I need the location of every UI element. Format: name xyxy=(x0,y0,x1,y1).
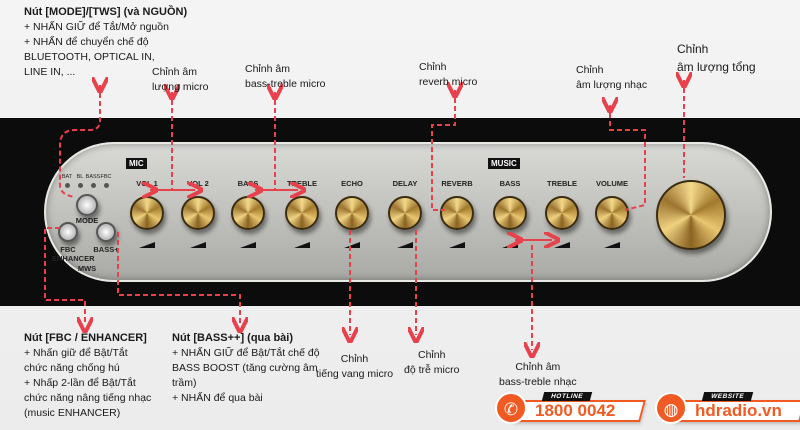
level-wedge-icon xyxy=(554,242,570,248)
level-wedge-icon xyxy=(604,242,620,248)
level-wedge-icon xyxy=(139,242,155,248)
knob-volume[interactable] xyxy=(595,196,629,230)
knob-label: BASS xyxy=(499,179,521,188)
level-wedge-icon xyxy=(240,242,256,248)
knob-reverb[interactable] xyxy=(440,196,474,230)
knob-label: VOLUME xyxy=(595,179,629,188)
mode-label: MODE xyxy=(75,216,99,225)
knob-delay[interactable] xyxy=(388,196,422,230)
bass-plus-button[interactable] xyxy=(96,222,116,242)
level-wedge-icon xyxy=(449,242,465,248)
hotline-badge[interactable]: ✆ HOTLINE 1800 0042 xyxy=(495,392,646,424)
level-wedge-icon xyxy=(344,242,360,248)
knob-label: TREBLE xyxy=(547,179,577,188)
level-wedge-icon xyxy=(294,242,310,248)
website-badge[interactable]: ◍ WEBSITE hdradio.vn xyxy=(655,392,800,424)
fbc-label: FBC ENHANCER xyxy=(52,245,95,263)
globe-icon: ◍ xyxy=(655,392,687,424)
knob-label: REVERB xyxy=(441,179,473,188)
mic-badge: MIC xyxy=(126,158,147,169)
master-volume-knob[interactable] xyxy=(656,180,726,250)
fbc-enhancer-button[interactable] xyxy=(58,222,78,242)
indicator-label: BAT xyxy=(61,174,73,180)
hotline-number: 1800 0042 xyxy=(535,401,616,420)
bass-plus-label: BASS+ xyxy=(93,245,119,254)
indicator-led xyxy=(91,183,96,188)
fbc-annotation: Nút [FBC / ENHANCER] + Nhấn giữ để Bật/T… xyxy=(24,332,152,419)
mws-label: MWS xyxy=(77,264,97,273)
knob-label: ECHO xyxy=(341,179,363,188)
mode-button[interactable] xyxy=(76,194,98,216)
indicator-led xyxy=(104,183,109,188)
knob-label: DELAY xyxy=(392,179,418,188)
music-badge: MUSIC xyxy=(488,158,520,169)
mode-annotation: Nút [MODE]/[TWS] (và NGUỒN) + NHẤN GIỮ đ… xyxy=(24,6,188,78)
website-url: hdradio.vn xyxy=(695,401,782,420)
level-wedge-icon xyxy=(190,242,206,248)
knob-treble[interactable] xyxy=(285,196,319,230)
level-wedge-icon xyxy=(397,242,413,248)
knob-bass[interactable] xyxy=(493,196,527,230)
knob-echo[interactable] xyxy=(335,196,369,230)
indicator-label: FBC xyxy=(100,174,112,180)
knob-treble[interactable] xyxy=(545,196,579,230)
phone-icon: ✆ xyxy=(495,392,527,424)
indicator-led xyxy=(78,183,83,188)
indicator-led xyxy=(65,183,70,188)
indicator-label: BL xyxy=(76,174,84,180)
indicator-label: BASS xyxy=(85,174,101,180)
bass-plus-annotation: Nút [BASS++] (qua bài) + NHẤN GIỮ để Bật… xyxy=(172,332,320,404)
knob-vol-1[interactable] xyxy=(130,196,164,230)
